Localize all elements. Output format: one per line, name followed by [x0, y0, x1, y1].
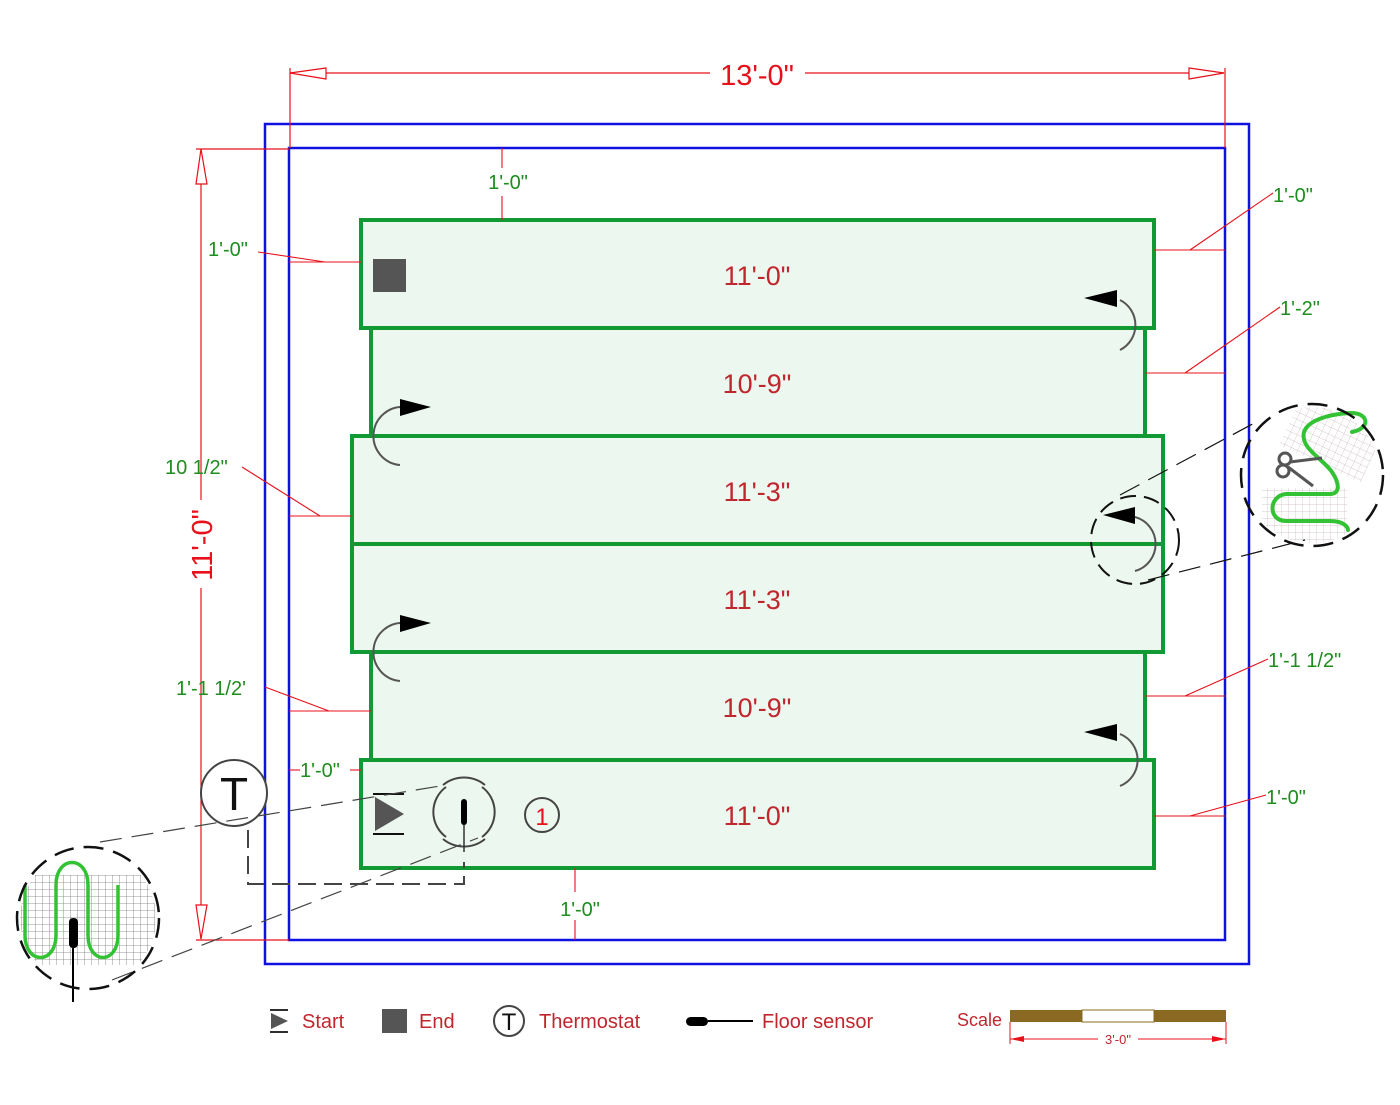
scale-label: Scale: [957, 1010, 1002, 1030]
offset-right-strip-2: 1'-2": [1280, 298, 1320, 320]
offset-labels: 1'-0" 1'-0" 1'-0" 10 1/2" 1'-1 1/2' 1'-0…: [165, 172, 1341, 921]
arrowhead-top: [195, 148, 208, 185]
strip-length-labels: 11'-0" 10'-9" 11'-3" 11'-3" 10'-9" 11'-0…: [723, 261, 792, 831]
turn-arrow-4: [372, 621, 406, 682]
offset-right-strip-6: 1'-0": [1266, 787, 1306, 809]
legend-end: End: [382, 1009, 455, 1033]
legend-start-label: Start: [302, 1011, 345, 1033]
end-icon: [373, 259, 406, 292]
offset-left-strip-5: 1'-1 1/2': [176, 678, 246, 700]
thermostat-icon: [493, 1005, 525, 1037]
scale-length: 3'-0": [1105, 1032, 1131, 1047]
arrowhead-left: [289, 67, 327, 80]
offset-left-strip-1: 1'-0": [208, 239, 248, 261]
legend-floor-sensor: Floor sensor: [686, 1011, 873, 1033]
outer-wall: [263, 122, 1251, 966]
thermostat-icon[interactable]: [200, 759, 268, 827]
scale-bar: Scale 3'-0": [957, 1009, 1227, 1047]
floor-sensor-icon: [686, 1017, 753, 1026]
sensor-wire: [247, 830, 465, 885]
thermostat-symbol: T: [220, 768, 248, 820]
overall-width-label: 13'-0": [720, 60, 794, 92]
offset-left-strip-6: 1'-0": [300, 760, 340, 782]
walls: [263, 122, 1251, 966]
mat-strip-2[interactable]: [369, 326, 1147, 438]
inner-wall: [287, 146, 1227, 942]
zone-number: 1: [535, 804, 548, 831]
strip-6-length: 11'-0": [724, 801, 791, 831]
mat-strip-5[interactable]: [369, 650, 1147, 762]
cut-detail-callout: [1090, 402, 1385, 585]
legend-thermostat-symbol: T: [502, 1009, 517, 1036]
overall-height-dimension: [195, 148, 289, 941]
turn-arrow-5: [1119, 733, 1139, 787]
legend-end-label: End: [419, 1011, 455, 1033]
arrowhead-bottom: [195, 904, 208, 940]
legend-thermostat: T Thermostat: [493, 1005, 641, 1037]
end-icon: [382, 1009, 407, 1033]
offset-left-strip-3: 10 1/2": [165, 457, 228, 479]
overall-height-label: 11'-0": [187, 509, 219, 581]
thermostat[interactable]: T: [200, 759, 268, 827]
floor-sensor-icon: [432, 776, 496, 852]
start-icon: [270, 1009, 288, 1033]
heating-mat: [350, 218, 1165, 870]
mat-strip-4[interactable]: [350, 542, 1165, 654]
turn-arrow-1: [1119, 299, 1137, 351]
sensor-detail-callout: [15, 785, 479, 1002]
legend-thermostat-label: Thermostat: [539, 1011, 641, 1033]
strip-4-length: 11'-3": [724, 585, 791, 615]
mat-strip-3[interactable]: [350, 434, 1165, 546]
offset-bottom: 1'-0": [560, 899, 600, 921]
offset-right-strip-5: 1'-1 1/2": [1268, 650, 1341, 672]
strip-1-length: 11'-0": [724, 261, 791, 291]
legend: Start End T Thermostat Floor sensor: [270, 1005, 873, 1037]
offset-dimension-lines: [241, 148, 1281, 940]
turn-arrow-3: [1134, 516, 1157, 572]
mat-strip-6[interactable]: [359, 758, 1156, 870]
strip-3-length: 11'-3": [724, 477, 791, 507]
legend-start: Start: [270, 1009, 345, 1033]
zone-number-badge: 1: [524, 797, 560, 833]
legend-floor-sensor-label: Floor sensor: [762, 1011, 873, 1033]
turn-arrow-2: [372, 405, 406, 466]
strip-2-length: 10'-9": [723, 369, 792, 399]
scissors-icon: [1275, 451, 1323, 488]
offset-top: 1'-0": [488, 172, 528, 194]
turn-arrows: [372, 290, 1157, 787]
overall-width-dimension: [289, 67, 1226, 148]
strip-5-length: 10'-9": [723, 693, 792, 723]
offset-right-strip-1: 1'-0": [1273, 185, 1313, 207]
arrowhead-right: [1188, 67, 1225, 80]
